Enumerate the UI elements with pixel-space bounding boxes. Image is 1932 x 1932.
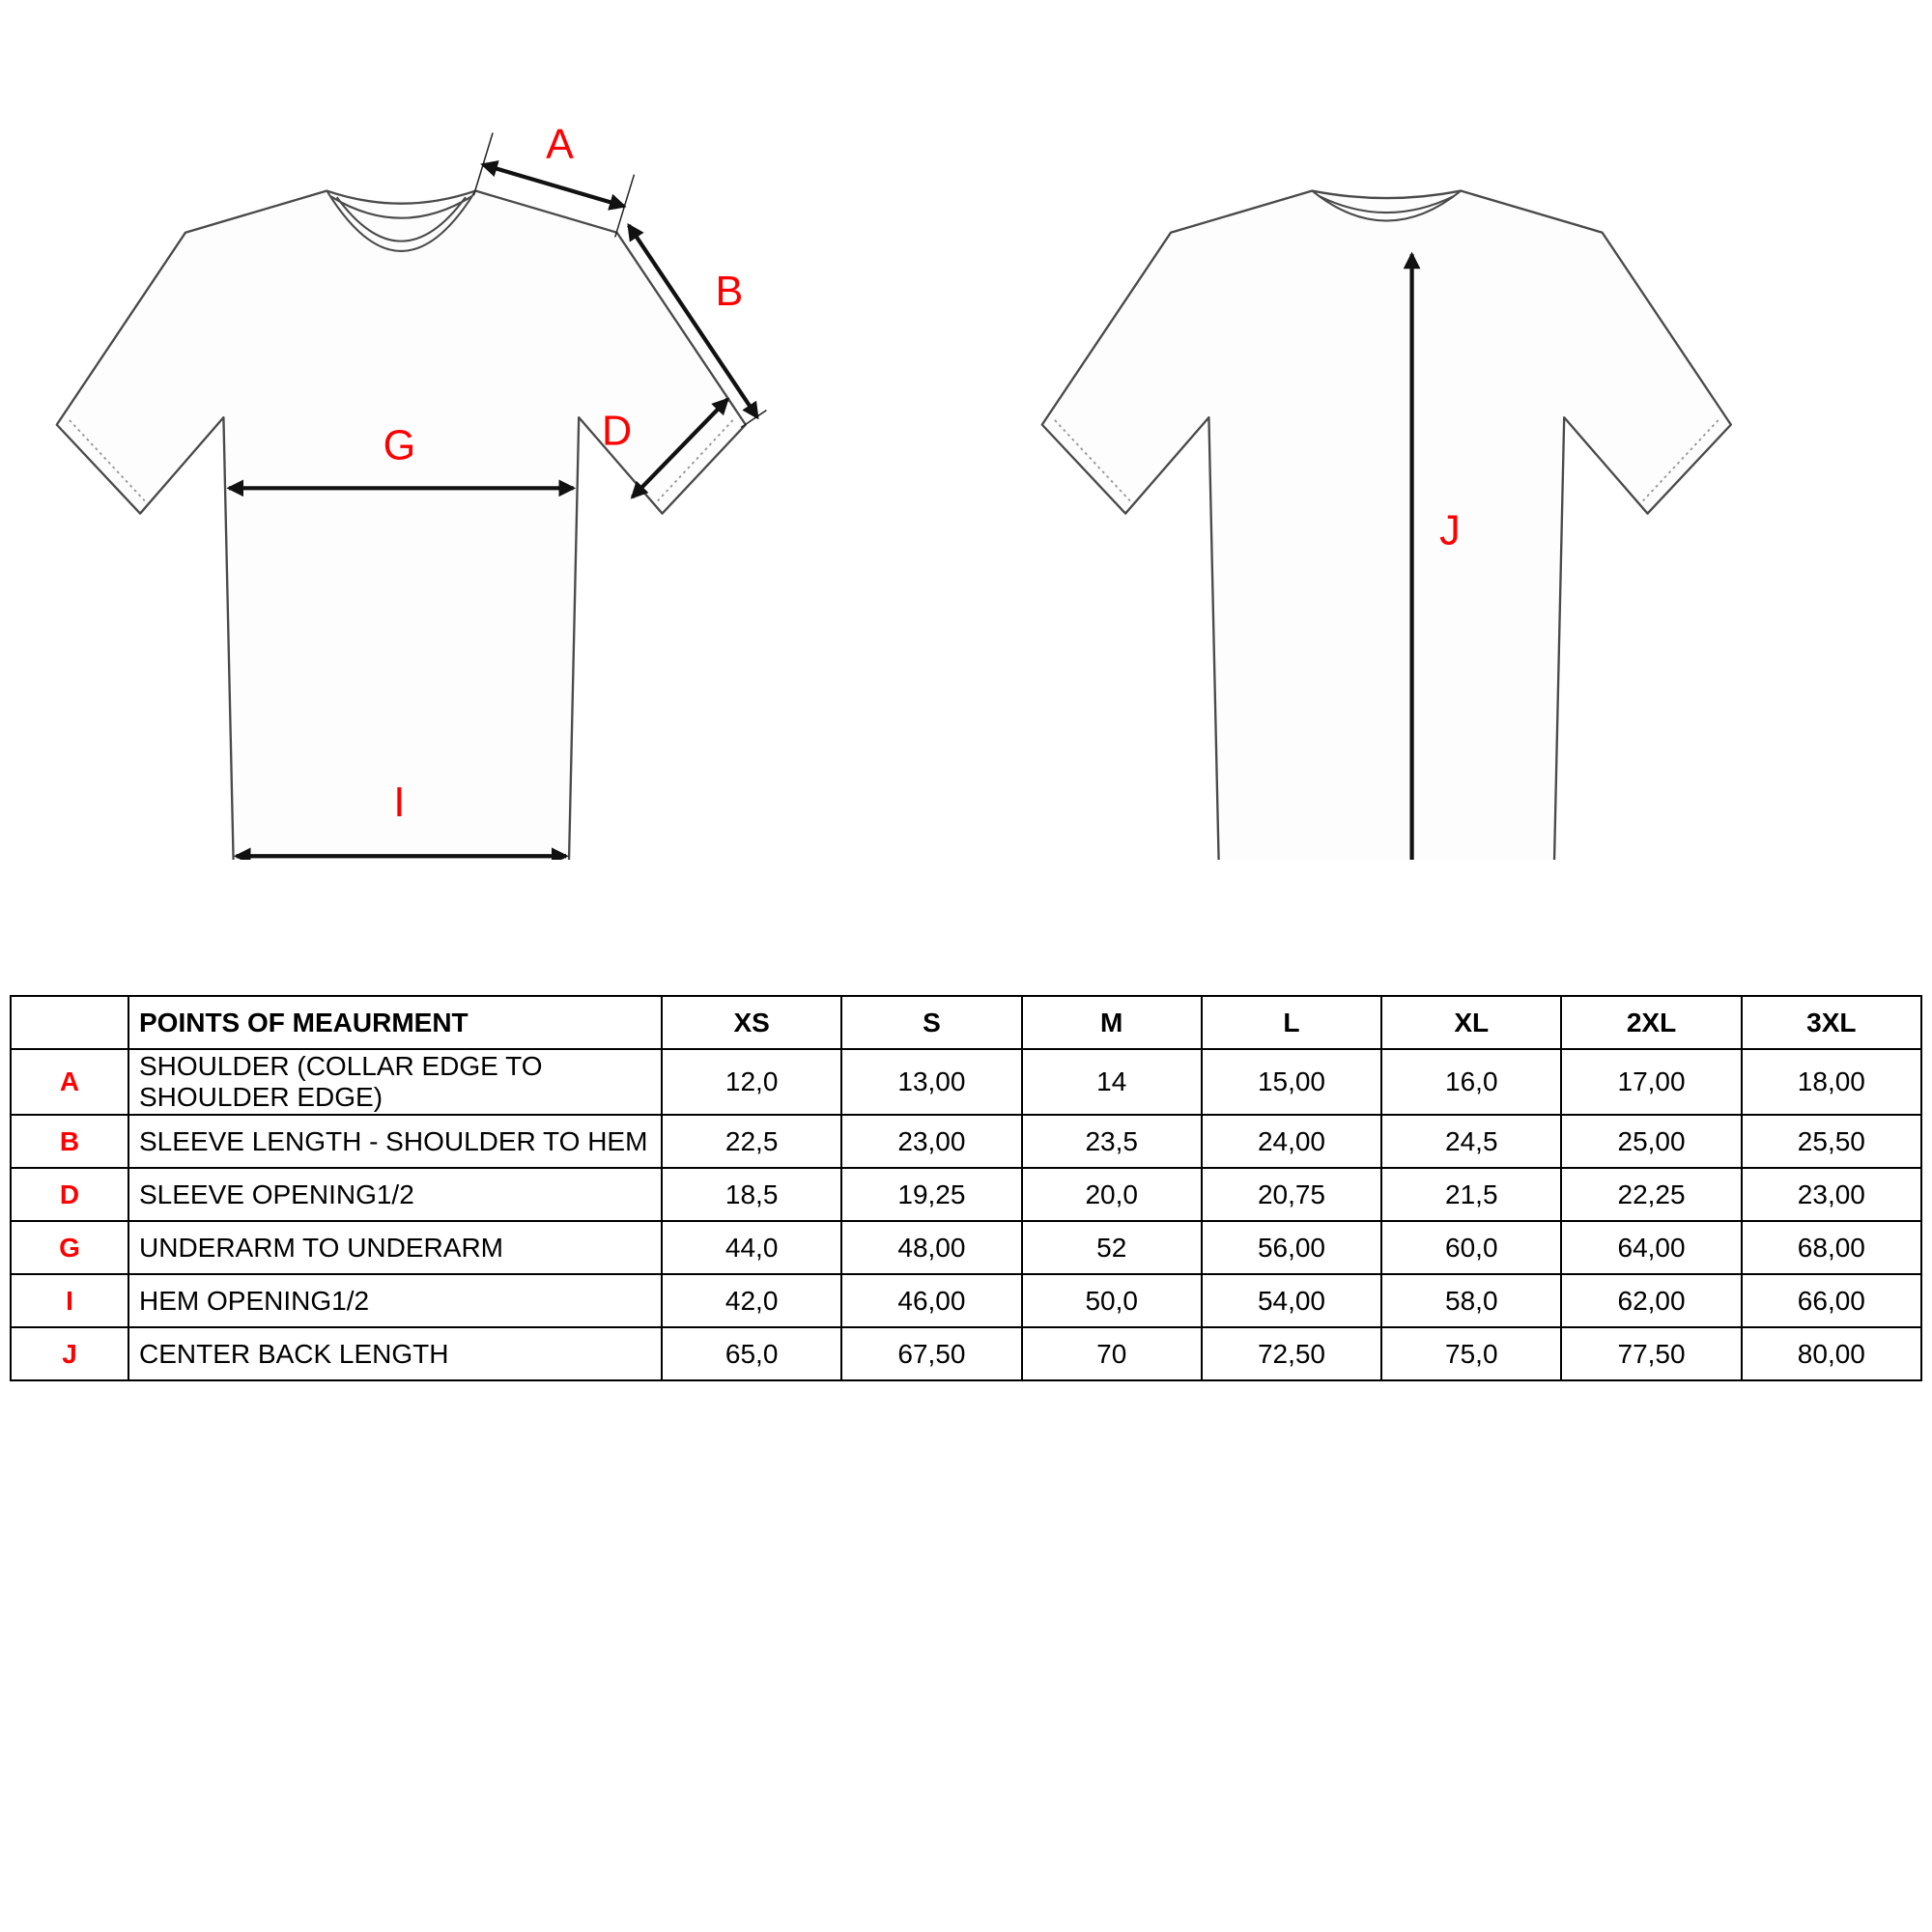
row-value: 62,00 xyxy=(1560,1273,1743,1328)
measure-arrow-b xyxy=(627,222,759,420)
back-shirt-diagram: J xyxy=(1040,189,1733,860)
table-row: J CENTER BACK LENGTH 65,0 67,50 70 72,50… xyxy=(10,1326,1923,1381)
row-value: 50,0 xyxy=(1020,1273,1203,1328)
table-row: G UNDERARM TO UNDERARM 44,0 48,00 52 56,… xyxy=(10,1220,1923,1275)
header-title: POINTS OF MEAURMENT xyxy=(128,995,663,1050)
measurement-table: POINTS OF MEAURMENT XS S M L XL 2XL 3XL … xyxy=(10,995,1923,1381)
table-row: I HEM OPENING1/2 42,0 46,00 50,0 54,00 5… xyxy=(10,1273,1923,1328)
row-name: CENTER BACK LENGTH xyxy=(128,1326,663,1381)
row-value: 17,00 xyxy=(1560,1048,1743,1116)
row-value: 23,5 xyxy=(1020,1114,1203,1169)
row-value: 60,0 xyxy=(1380,1220,1563,1275)
row-value: 22,25 xyxy=(1560,1167,1743,1222)
row-value: 22,5 xyxy=(660,1114,843,1169)
row-value: 56,00 xyxy=(1200,1220,1383,1275)
measure-label-j: J xyxy=(1439,507,1461,554)
row-value: 19,25 xyxy=(840,1167,1023,1222)
table-row: B SLEEVE LENGTH - SHOULDER TO HEM 22,5 2… xyxy=(10,1114,1923,1169)
measure-arrow-d xyxy=(630,397,729,499)
header-size-2xl: 2XL xyxy=(1560,995,1743,1050)
row-value: 24,5 xyxy=(1380,1114,1563,1169)
row-value: 46,00 xyxy=(840,1273,1023,1328)
row-value: 24,00 xyxy=(1200,1114,1383,1169)
row-value: 80,00 xyxy=(1740,1326,1923,1381)
header-size-m: M xyxy=(1020,995,1203,1050)
row-value: 70 xyxy=(1020,1326,1203,1381)
row-value: 20,0 xyxy=(1020,1167,1203,1222)
header-size-s: S xyxy=(840,995,1023,1050)
row-value: 18,00 xyxy=(1740,1048,1923,1116)
row-value: 64,00 xyxy=(1560,1220,1743,1275)
measure-label-a: A xyxy=(546,126,574,168)
row-letter: G xyxy=(10,1220,129,1275)
row-name: UNDERARM TO UNDERARM xyxy=(128,1220,663,1275)
measure-label-g: G xyxy=(384,422,416,469)
row-value: 23,00 xyxy=(840,1114,1023,1169)
row-value: 23,00 xyxy=(1740,1167,1923,1222)
row-name: HEM OPENING1/2 xyxy=(128,1273,663,1328)
front-shirt-outline xyxy=(55,189,748,860)
measure-arrow-a xyxy=(480,160,627,211)
measure-label-b: B xyxy=(716,269,744,315)
measure-label-d: D xyxy=(602,408,632,454)
row-value: 66,00 xyxy=(1740,1273,1923,1328)
front-collar xyxy=(326,190,477,252)
row-value: 75,0 xyxy=(1380,1326,1563,1381)
row-value: 15,00 xyxy=(1200,1048,1383,1116)
row-value: 52 xyxy=(1020,1220,1203,1275)
row-value: 54,00 xyxy=(1200,1273,1383,1328)
row-name: SLEEVE LENGTH - SHOULDER TO HEM xyxy=(128,1114,663,1169)
row-value: 12,0 xyxy=(660,1048,843,1116)
header-size-xs: XS xyxy=(660,995,843,1050)
back-collar xyxy=(1311,189,1462,222)
row-value: 16,0 xyxy=(1380,1048,1563,1116)
row-letter: J xyxy=(10,1326,129,1381)
front-measure-labels: A B D G I xyxy=(384,126,744,826)
row-value: 20,75 xyxy=(1200,1167,1383,1222)
row-value: 42,0 xyxy=(660,1273,843,1328)
row-value: 48,00 xyxy=(840,1220,1023,1275)
row-value: 25,00 xyxy=(1560,1114,1743,1169)
header-letter-cell xyxy=(10,995,129,1050)
row-value: 14 xyxy=(1020,1048,1203,1116)
table-header-row: POINTS OF MEAURMENT XS S M L XL 2XL 3XL xyxy=(10,995,1923,1050)
measure-label-i: I xyxy=(393,780,405,826)
header-size-l: L xyxy=(1200,995,1383,1050)
header-size-3xl: 3XL xyxy=(1740,995,1923,1050)
row-value: 68,00 xyxy=(1740,1220,1923,1275)
row-value: 58,0 xyxy=(1380,1273,1563,1328)
row-name: SHOULDER (COLLAR EDGE TO SHOULDER EDGE) xyxy=(128,1048,663,1116)
row-value: 25,50 xyxy=(1740,1114,1923,1169)
row-letter: B xyxy=(10,1114,129,1169)
table-row: A SHOULDER (COLLAR EDGE TO SHOULDER EDGE… xyxy=(10,1048,1923,1116)
row-letter: D xyxy=(10,1167,129,1222)
header-size-xl: XL xyxy=(1380,995,1563,1050)
back-shirt-outline xyxy=(1040,189,1733,860)
row-letter: A xyxy=(10,1048,129,1116)
row-value: 18,5 xyxy=(660,1167,843,1222)
row-value: 72,50 xyxy=(1200,1326,1383,1381)
row-letter: I xyxy=(10,1273,129,1328)
front-shirt-diagram: A B D G I xyxy=(55,126,767,860)
row-value: 21,5 xyxy=(1380,1167,1563,1222)
table-row: D SLEEVE OPENING1/2 18,5 19,25 20,0 20,7… xyxy=(10,1167,1923,1222)
row-value: 44,0 xyxy=(660,1220,843,1275)
row-value: 65,0 xyxy=(660,1326,843,1381)
row-name: SLEEVE OPENING1/2 xyxy=(128,1167,663,1222)
row-value: 13,00 xyxy=(840,1048,1023,1116)
front-measure-arrows xyxy=(226,160,759,860)
row-value: 67,50 xyxy=(840,1326,1023,1381)
back-measure-labels: J xyxy=(1439,507,1461,554)
row-value: 77,50 xyxy=(1560,1326,1743,1381)
